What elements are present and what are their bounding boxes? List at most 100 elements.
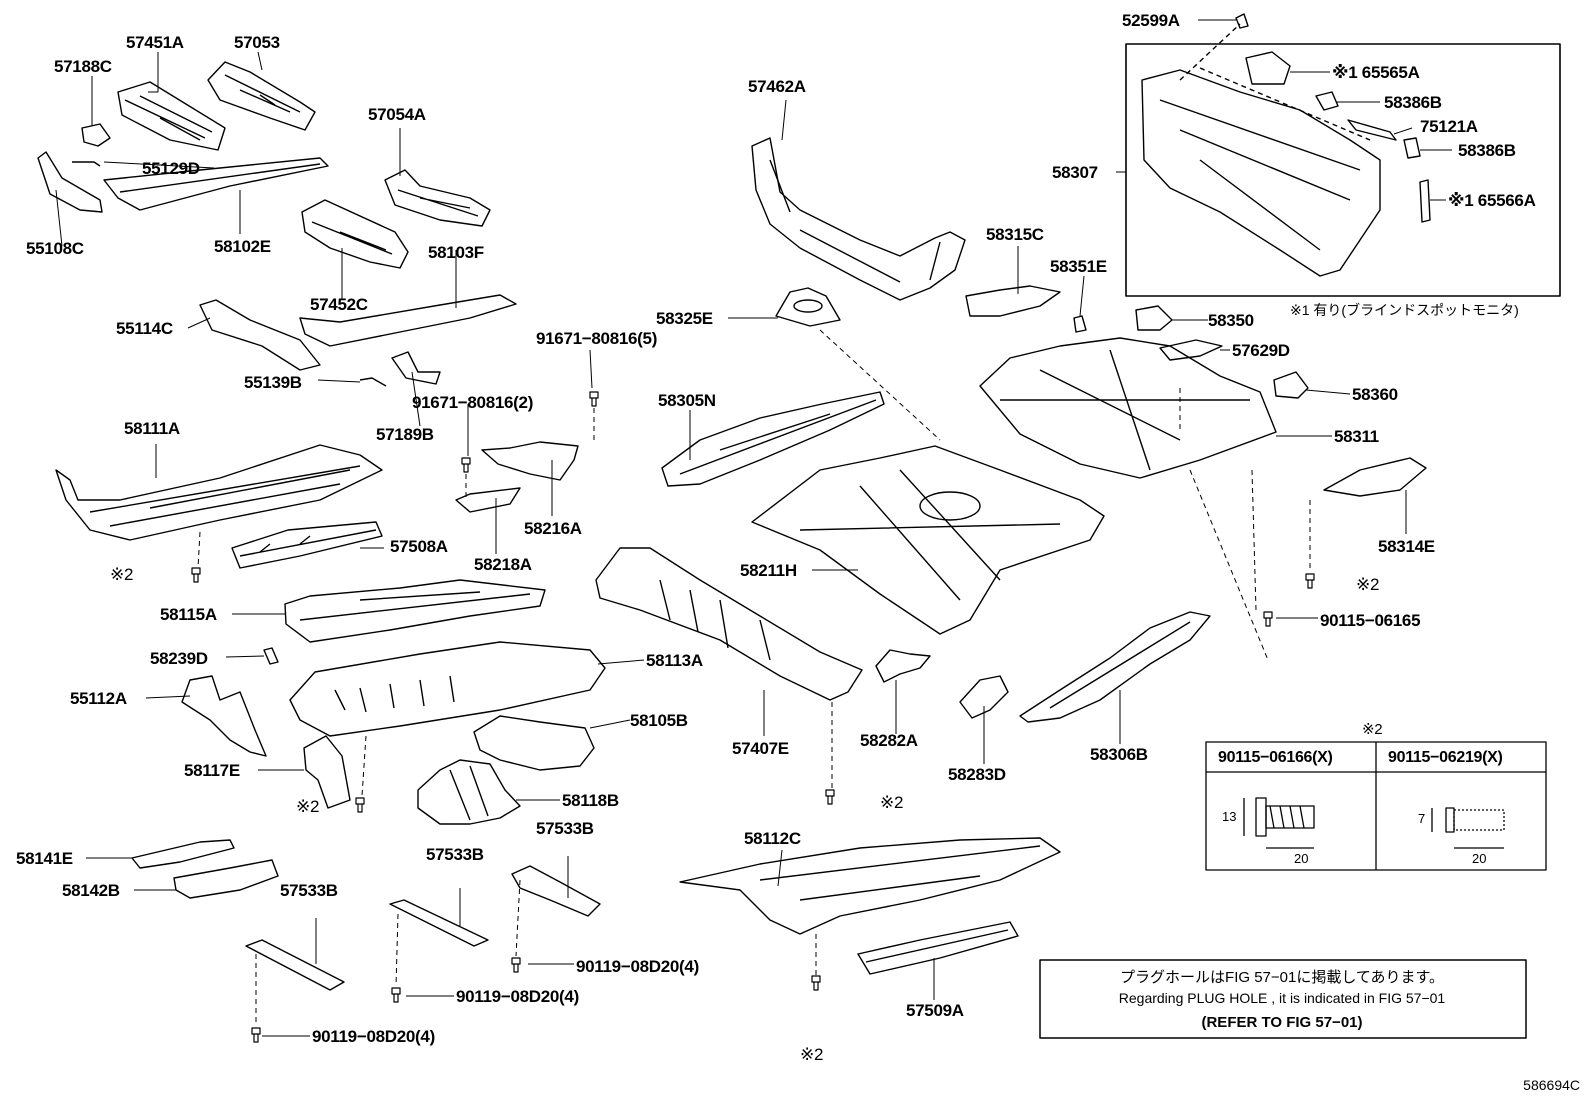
label-58314E: 58314E	[1378, 537, 1435, 556]
part-58113A	[289, 641, 606, 737]
label-90119-left: 90119−08D20(4)	[312, 1027, 435, 1046]
part-58283D	[959, 675, 1009, 719]
label-58141E: 58141E	[16, 849, 73, 868]
label-58325E: 58325E	[656, 309, 713, 328]
note-line-3: (REFER TO FIG 57−01)	[1201, 1014, 1363, 1031]
bolt-icons	[191, 391, 1315, 1043]
label-91671-5: 91671−80816(5)	[536, 329, 658, 348]
mark-2-right: ※2	[1356, 575, 1380, 594]
label-57533B-left: 57533B	[280, 881, 338, 900]
label-58115A: 58115A	[160, 605, 217, 624]
part-58306B	[1019, 611, 1211, 723]
part-57629D	[1159, 339, 1223, 361]
label-58360: 58360	[1352, 385, 1398, 404]
part-58325E	[775, 287, 841, 327]
part-58314E	[1323, 457, 1427, 497]
part-58216A	[481, 441, 579, 481]
bolt2-height: 7	[1418, 811, 1426, 826]
part-58112C	[679, 837, 1061, 935]
part-58305N	[661, 391, 885, 487]
label-165565A: ※1 65565A	[1332, 63, 1420, 82]
mark-2-bottom: ※2	[800, 1045, 824, 1064]
part-58117E	[303, 735, 351, 809]
label-57533B-right: 57533B	[536, 819, 594, 838]
part-55114C	[199, 299, 321, 371]
label-57533B-mid: 57533B	[426, 845, 484, 864]
label-58113A: 58113A	[646, 651, 703, 670]
note-line-2: Regarding PLUG HOLE , it is indicated in…	[1118, 990, 1446, 1006]
bolt-table-col2-header: 90115−06219(X)	[1388, 749, 1503, 766]
label-55114C: 55114C	[116, 319, 173, 338]
label-58282A: 58282A	[860, 731, 918, 750]
label-58112C: 58112C	[744, 829, 801, 848]
label-57462A: 57462A	[748, 77, 806, 96]
part-55112A	[181, 675, 267, 757]
part-57189B	[391, 351, 441, 385]
part-55108C	[37, 151, 103, 213]
label-57189B: 57189B	[376, 425, 434, 444]
label-52599A: 52599A	[1122, 11, 1180, 30]
bolt-table-mark: ※2	[1362, 721, 1383, 738]
part-57533B-no2	[511, 865, 601, 917]
bolt-table-col1-header: 90115−06166(X)	[1218, 749, 1333, 766]
part-58103F	[299, 294, 517, 347]
bolt1-length: 20	[1294, 851, 1309, 866]
label-75121A: 75121A	[1420, 117, 1478, 136]
part-57451A	[117, 81, 226, 151]
label-58105B: 58105B	[630, 711, 688, 730]
label-55108C: 55108C	[26, 239, 84, 258]
part-57509A	[857, 921, 1019, 975]
mark-2-mid: ※2	[296, 797, 320, 816]
label-55129D: 55129D	[142, 159, 200, 178]
mark-2-center: ※2	[880, 793, 904, 812]
part-58282A	[875, 649, 931, 683]
part-58115A	[284, 579, 546, 643]
label-57452C: 57452C	[310, 295, 368, 314]
label-58239D: 58239D	[150, 649, 208, 668]
label-57629D: 57629D	[1232, 341, 1290, 360]
part-57188C	[81, 123, 111, 147]
label-58351E: 58351E	[1050, 257, 1107, 276]
label-58111A: 58111A	[124, 419, 180, 438]
label-57054A: 57054A	[368, 105, 426, 124]
mark-2-left: ※2	[110, 565, 134, 584]
note-box-frame	[1039, 959, 1527, 1039]
bolt1-height: 13	[1222, 809, 1237, 824]
footnote-1: ※1 有り(ブラインドスポットモニタ)	[1290, 302, 1519, 318]
leader-lines	[55, 19, 1452, 1037]
label-91671-2: 91671−80816(2)	[412, 393, 534, 412]
part-58211H	[751, 445, 1105, 635]
dashed-guides	[197, 329, 1311, 1026]
part-58351E	[1073, 315, 1087, 333]
label-58211H: 58211H	[740, 561, 797, 580]
part-58102E	[103, 157, 329, 211]
label-165566A: ※1 65566A	[1448, 191, 1536, 210]
part-55139B	[359, 377, 387, 387]
part-58307-box	[1125, 23, 1561, 297]
label-58216A: 58216A	[524, 519, 582, 538]
label-58218A: 58218A	[474, 555, 532, 574]
label-55139B: 55139B	[244, 373, 302, 392]
label-58142B: 58142B	[62, 881, 120, 900]
label-58306B: 58306B	[1090, 745, 1148, 764]
part-57452C	[301, 199, 409, 269]
figure-reference: 586694C	[1523, 1077, 1580, 1093]
part-55129D	[72, 161, 101, 167]
part-57508A	[231, 521, 383, 569]
part-58350	[1135, 305, 1173, 331]
part-58315C	[965, 285, 1061, 317]
bolt-spec-table	[1205, 741, 1547, 871]
note-line-1: プラグホールはFIG 57−01に掲載してあります。	[1120, 969, 1444, 986]
part-57533B-no1-left	[245, 939, 345, 991]
part-58111A	[55, 444, 383, 541]
label-90115-06165: 90115−06165	[1320, 611, 1421, 630]
part-58360	[1273, 371, 1309, 399]
part-57053	[207, 61, 316, 131]
label-90119-mid: 90119−08D20(4)	[456, 987, 579, 1006]
part-58218A	[455, 487, 521, 513]
label-57188C: 57188C	[54, 57, 112, 76]
label-58283D: 58283D	[948, 765, 1006, 784]
label-58386B-top: 58386B	[1384, 93, 1442, 112]
